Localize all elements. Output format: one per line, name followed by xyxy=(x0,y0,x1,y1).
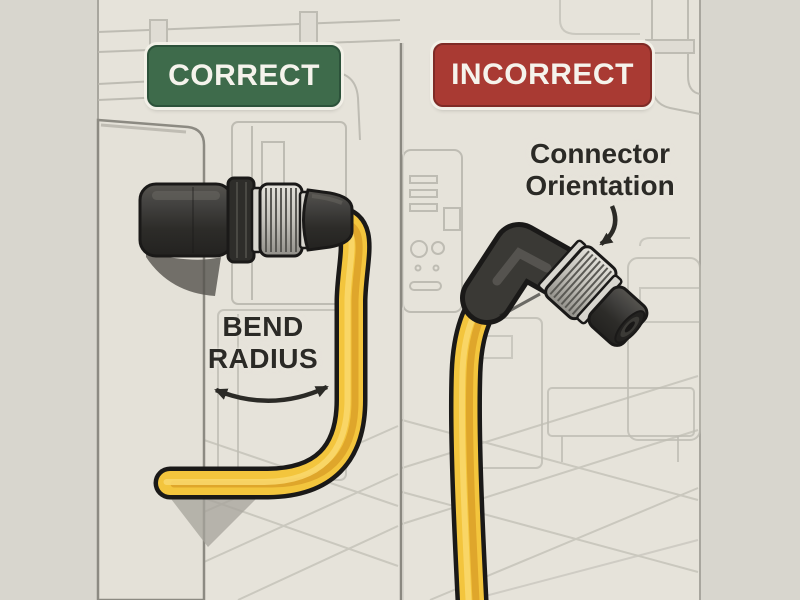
incorrect-illustration xyxy=(448,205,649,600)
bend-radius-label: BEND RADIUS xyxy=(193,311,333,376)
bend-radius-label-line2: RADIUS xyxy=(207,343,319,375)
connector-shadow xyxy=(146,253,221,296)
knurled-ring xyxy=(544,245,618,321)
incorrect-badge-label: INCORRECT xyxy=(451,58,634,91)
correct-illustration xyxy=(138,176,372,547)
bend-radius-arrow-icon xyxy=(214,384,329,404)
left-wall-strip xyxy=(0,0,99,600)
connector-orientation-label-line1: Connector xyxy=(530,138,670,169)
right-angle-connector xyxy=(460,222,649,347)
orientation-arrow-icon xyxy=(599,205,618,246)
correct-badge: CORRECT xyxy=(147,45,341,107)
straight-connector xyxy=(138,176,354,264)
divider-line xyxy=(399,43,404,600)
bend-radius-label-line1: BEND xyxy=(222,311,304,342)
incorrect-badge: INCORRECT xyxy=(433,43,652,107)
knurled-ring xyxy=(258,182,304,258)
strain-relief-boot xyxy=(302,188,354,252)
correct-badge-label: CORRECT xyxy=(168,59,320,92)
connector-orientation-label: Connector Orientation xyxy=(505,138,695,203)
connector-orientation-label-line2: Orientation xyxy=(525,170,675,202)
cable-shadow xyxy=(168,495,258,547)
right-wall-strip xyxy=(699,0,800,600)
